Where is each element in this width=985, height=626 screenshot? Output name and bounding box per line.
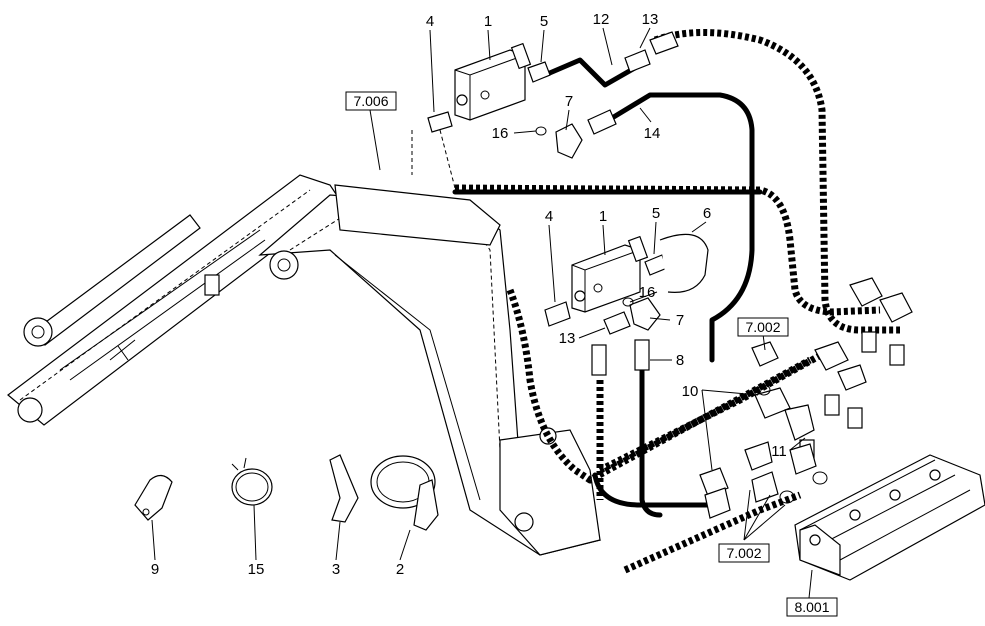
ref-label-8001: 8.001 (794, 599, 829, 615)
hose-clamp-part-2 (370, 455, 439, 531)
callout-9: 9 (151, 561, 159, 578)
callout-12: 12 (593, 11, 610, 28)
callout-6: 6 (703, 205, 711, 222)
control-valve-bank (699, 277, 985, 581)
excavator-boom (7, 174, 602, 556)
reference-boxes: 7.006 7.002 7.002 8.001 (345, 91, 838, 617)
spiral-hoses (454, 29, 900, 574)
ref-box-7002-top (737, 317, 789, 337)
upper-valve-group (411, 31, 679, 189)
callout-7-mid: 7 (676, 312, 684, 329)
callout-16-top: 16 (492, 125, 509, 142)
ref-box-8001 (786, 597, 838, 617)
clamp-part-15 (231, 457, 273, 506)
callout-10: 10 (682, 383, 699, 400)
ref-label-7002-top: 7.002 (745, 319, 780, 335)
callout-1-mid: 1 (599, 208, 607, 225)
callout-13-top: 13 (642, 11, 659, 28)
clip-part-9 (134, 474, 173, 521)
callout-5-mid: 5 (652, 205, 660, 222)
rigid-hoses (452, 57, 763, 518)
callout-4-mid: 4 (545, 208, 553, 225)
callout-numbers: 4 1 5 12 13 7 16 14 4 1 5 6 16 7 13 8 10… (151, 11, 787, 578)
callout-5-top: 5 (540, 13, 548, 30)
ref-label-7006: 7.006 (353, 93, 388, 109)
ref-label-7002-bottom: 7.002 (726, 545, 761, 561)
callout-2: 2 (396, 561, 404, 578)
callout-8: 8 (676, 352, 684, 369)
clip-part-3 (329, 454, 359, 523)
callout-7-top: 7 (565, 93, 573, 110)
callout-11: 11 (771, 443, 787, 460)
callout-4-top: 4 (426, 13, 434, 30)
leader-lines (151, 27, 813, 599)
callout-16-mid: 16 (639, 284, 656, 301)
callout-13-mid: 13 (559, 330, 576, 347)
callout-15: 15 (248, 561, 265, 578)
middle-valve-group (544, 233, 709, 376)
ref-box-7006 (345, 91, 397, 111)
callout-1-top: 1 (484, 13, 492, 30)
ref-box-7002-bottom (718, 543, 770, 563)
callout-14: 14 (644, 125, 661, 142)
callout-3: 3 (332, 561, 340, 578)
